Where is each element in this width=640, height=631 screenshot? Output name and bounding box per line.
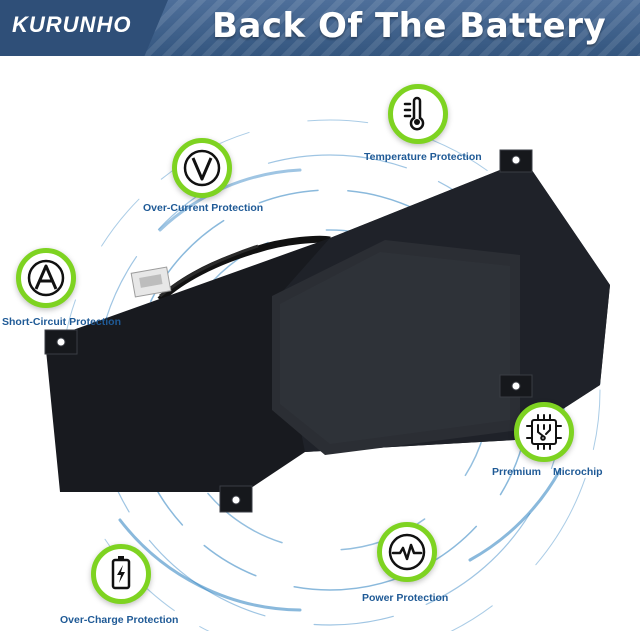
over-charge-label: Over-Charge Protection (60, 614, 179, 626)
power-label: Power Protection (362, 592, 449, 604)
over-charge-icon-circle (91, 544, 151, 604)
temperature-label: Temperature Protection (364, 151, 482, 163)
power-icon-circle (377, 522, 437, 582)
brand-logo: KURUNHO (12, 12, 132, 37)
mounting-tabs (44, 149, 533, 513)
temperature-icon-circle (388, 84, 448, 144)
microchip-icon-circle (514, 402, 574, 462)
voltage-v-icon (183, 149, 221, 187)
logo-box: KURUNHO (0, 0, 168, 56)
battery-charge-icon (111, 556, 131, 590)
battery-cable (130, 235, 331, 303)
over-current-label: Over-Current Protection (143, 202, 264, 214)
microchip-label-left: Prremium (492, 466, 542, 478)
ampere-a-icon (27, 259, 65, 297)
page-title: Back Of The Battery (212, 6, 607, 46)
over-current-icon-circle (172, 138, 232, 198)
short-circuit-label: Short-Circuit Protection (2, 316, 122, 328)
header-banner: KURUNHO Back Of The Battery (0, 0, 640, 56)
microchip-label-right: Microchip (553, 466, 603, 478)
microchip-icon (526, 414, 562, 450)
short-circuit-icon-circle (16, 248, 76, 308)
power-wave-icon (388, 533, 426, 571)
thermometer-icon (403, 96, 425, 131)
